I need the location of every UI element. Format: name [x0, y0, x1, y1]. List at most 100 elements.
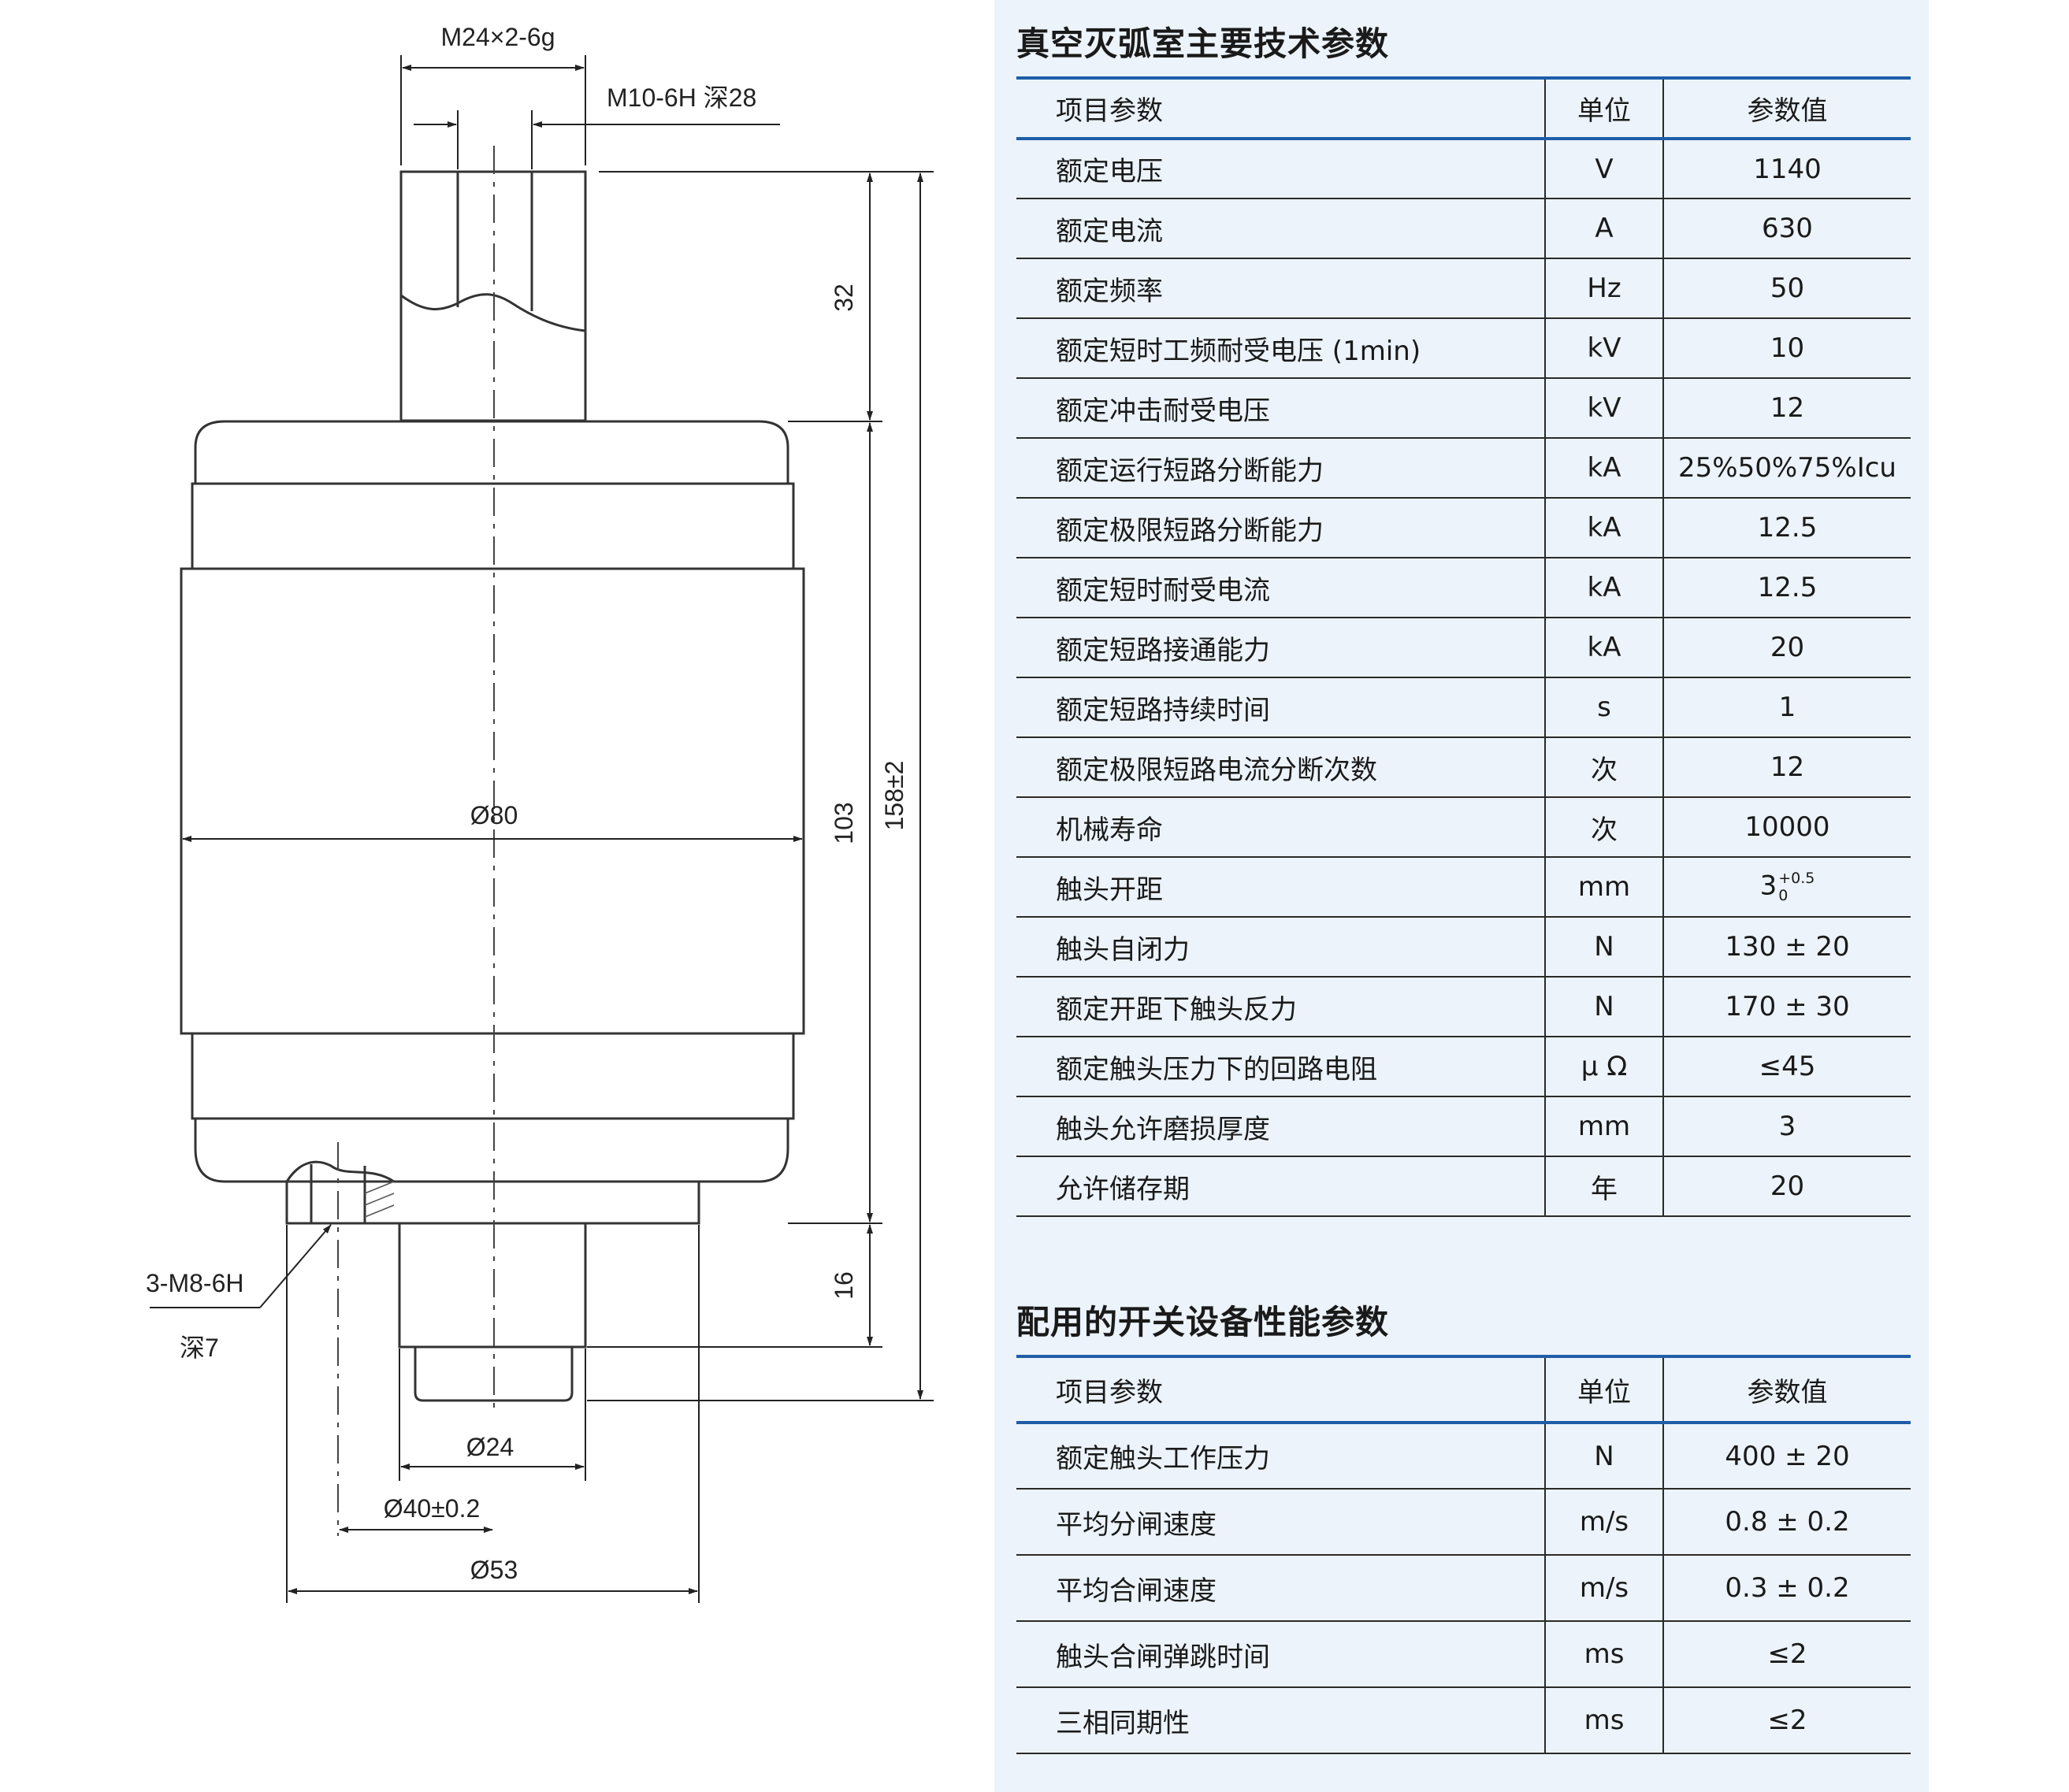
value-base: 3: [1759, 870, 1777, 902]
dim-stem-diameter: Ø24: [466, 1433, 514, 1461]
dim-flange-diameter: Ø53: [470, 1556, 518, 1584]
param-unit: mm: [1544, 857, 1664, 918]
header-param: 项目参数: [1016, 1355, 1545, 1424]
dim-total-height: 158±2: [880, 761, 908, 831]
param-name: 额定开距下触头反力: [1016, 977, 1545, 1037]
tolerance-upper: +0.5: [1778, 870, 1815, 887]
param-value: 630: [1663, 198, 1911, 259]
param-name: 机械寿命: [1016, 797, 1545, 858]
param-name: 触头自闭力: [1016, 917, 1545, 978]
param-value: 12: [1663, 378, 1911, 439]
param-unit: Hz: [1544, 258, 1664, 319]
param-unit: V: [1544, 139, 1664, 199]
dim-bottom-height: 16: [830, 1271, 858, 1300]
tolerance-lower: 0: [1778, 887, 1789, 904]
param-value: 20: [1663, 618, 1911, 678]
param-value: 0.3 ± 0.2: [1663, 1555, 1911, 1622]
dim-top-thread: M24×2-6g: [441, 23, 555, 51]
param-value: 12.5: [1663, 558, 1911, 618]
header-value: 参数值: [1663, 76, 1911, 140]
param-name: 触头允许磨损厚度: [1016, 1096, 1545, 1157]
header-param: 项目参数: [1016, 76, 1545, 140]
param-value: 400 ± 20: [1663, 1423, 1911, 1490]
table-header-row: 项目参数 单位 参数值: [1016, 76, 1911, 140]
param-name: 三相同期性: [1016, 1687, 1545, 1754]
dim-bottom-hole: 3-M8-6H: [146, 1269, 243, 1297]
table-header-row: 项目参数 单位 参数值: [1016, 1355, 1911, 1424]
param-value: 10000: [1663, 797, 1911, 858]
param-value: 25%50%75%Icu: [1663, 438, 1911, 499]
table1-title: 真空灭弧室主要技术参数: [1016, 24, 1390, 63]
param-unit: ms: [1544, 1687, 1664, 1754]
param-unit: N: [1544, 977, 1664, 1037]
param-value: ≤2: [1663, 1621, 1911, 1688]
param-name: 额定电流: [1016, 198, 1545, 259]
param-name: 额定冲击耐受电压: [1016, 378, 1545, 439]
param-value: 170 ± 30: [1663, 977, 1911, 1037]
param-name: 额定短路持续时间: [1016, 677, 1545, 738]
table2-title: 配用的开关设备性能参数: [1016, 1303, 1390, 1341]
param-value: ≤45: [1663, 1037, 1911, 1097]
param-unit: s: [1544, 677, 1664, 738]
param-name: 允许储存期: [1016, 1156, 1545, 1217]
param-value: 20: [1663, 1156, 1911, 1217]
param-name: 触头合闸弹跳时间: [1016, 1621, 1545, 1688]
param-unit: kA: [1544, 558, 1664, 618]
param-unit: 年: [1544, 1156, 1664, 1217]
param-unit: m/s: [1544, 1489, 1664, 1556]
param-value: 1: [1663, 677, 1911, 738]
param-unit: kA: [1544, 438, 1664, 499]
param-name: 额定运行短路分断能力: [1016, 438, 1545, 499]
param-unit: N: [1544, 917, 1664, 978]
param-unit: 次: [1544, 737, 1664, 798]
param-name: 额定短路接通能力: [1016, 618, 1545, 678]
dim-body-height: 103: [830, 802, 858, 844]
param-value: 50: [1663, 258, 1911, 319]
param-unit: kA: [1544, 498, 1664, 558]
dimension-labels: M24×2-6g M10-6H 深28 32 103 158±2 16 Ø80 …: [146, 23, 908, 1584]
param-unit: 次: [1544, 797, 1664, 858]
header-unit: 单位: [1544, 76, 1664, 140]
param-value: 12: [1663, 737, 1911, 798]
param-name: 触头开距: [1016, 857, 1545, 918]
param-unit: ms: [1544, 1621, 1664, 1688]
param-unit: A: [1544, 198, 1664, 259]
param-value: ≤2: [1663, 1687, 1911, 1754]
vacuum-interrupter-outline: [180, 170, 805, 1402]
param-value: 3: [1663, 1096, 1911, 1157]
header-value: 参数值: [1663, 1355, 1911, 1424]
param-name: 额定触头压力下的回路电阻: [1016, 1037, 1545, 1097]
dim-bottom-hole-depth: 深7: [180, 1334, 219, 1362]
param-value: 1140: [1663, 139, 1911, 199]
param-value: 130 ± 20: [1663, 917, 1911, 978]
param-unit: μ Ω: [1544, 1037, 1664, 1097]
dim-terminal-height: 32: [830, 284, 858, 312]
param-value: 0.8 ± 0.2: [1663, 1489, 1911, 1556]
hatching: [364, 1181, 395, 1218]
param-name: 额定触头工作压力: [1016, 1423, 1545, 1490]
param-unit: mm: [1544, 1096, 1664, 1157]
param-name: 额定频率: [1016, 258, 1545, 319]
dim-hole-circle: Ø40±0.2: [384, 1494, 481, 1523]
